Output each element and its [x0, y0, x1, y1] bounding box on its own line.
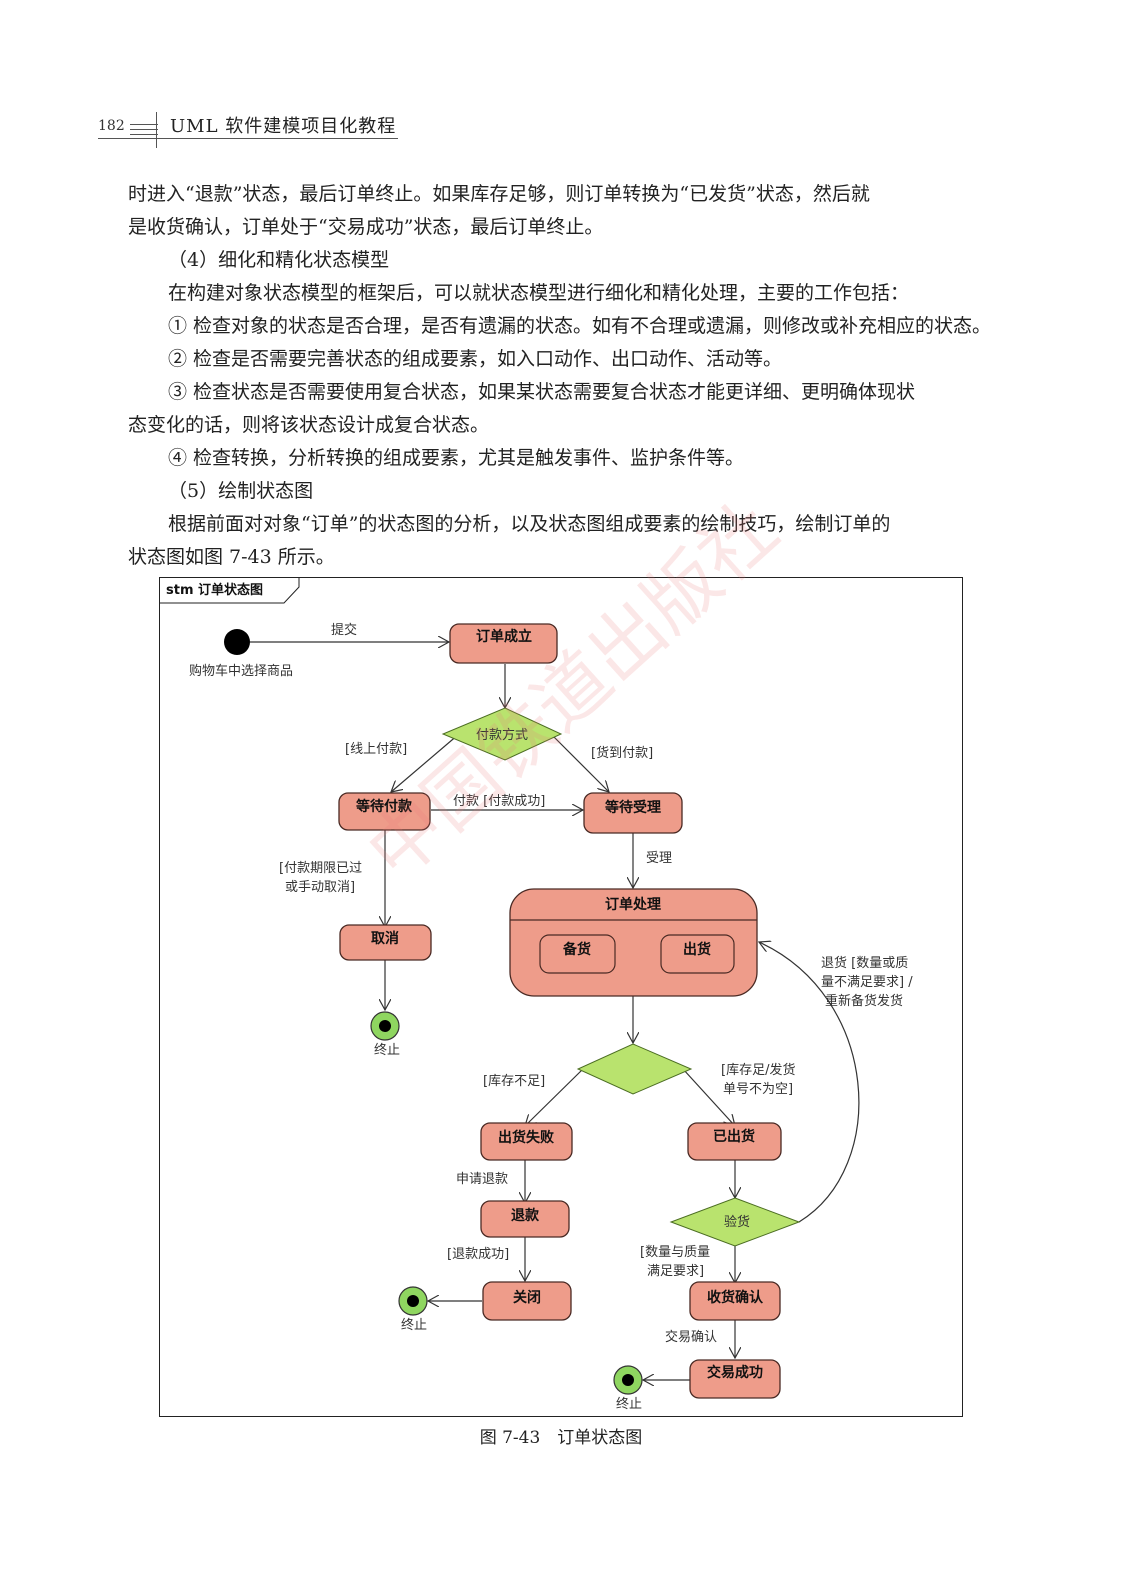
transition-label: [货到付款]: [591, 745, 653, 761]
decision-label: 付款方式: [476, 727, 528, 743]
final-label: 终止: [616, 1396, 642, 1412]
section-heading: （4）细化和精化状态模型: [168, 249, 390, 271]
text-line: 是收货确认，订单处于“交易成功”状态，最后订单终止。: [128, 216, 604, 238]
running-header: 182 UML 软件建模项目化教程: [98, 110, 398, 150]
state-cancel: [339, 924, 432, 961]
edge-no-stock: [525, 1068, 584, 1126]
state-label: 收货确认: [707, 1289, 764, 1306]
state-order-created: [449, 623, 558, 664]
transition-label: [数量与质量: [640, 1245, 710, 1260]
final-node-core: [407, 1295, 419, 1307]
transition-label: [退款成功]: [447, 1247, 509, 1262]
state-diagram: stm 订单状态图 购物车中选择商品: [159, 577, 964, 1417]
state-await-payment: [338, 792, 431, 831]
final-node-core: [622, 1374, 634, 1386]
state-close: [482, 1281, 572, 1321]
text-line: 状态图如图 7-43 所示。: [128, 546, 335, 568]
state-label: 退款: [511, 1207, 540, 1224]
edge-online-pay: [391, 733, 460, 792]
header-divider: [156, 112, 157, 148]
state-label: 订单处理: [605, 896, 661, 913]
state-refund: [480, 1200, 570, 1238]
list-item: ④ 检查转换，分析转换的组成要素，尤其是触发事件、监护条件等。: [168, 447, 745, 469]
transition-label: [库存足/发货: [721, 1062, 795, 1078]
header-rule-accent: [130, 134, 158, 135]
state-label: 订单成立: [476, 628, 532, 645]
decision-stock-check: [576, 1043, 693, 1095]
frame-label: stm 订单状态图: [166, 582, 263, 598]
state-ship-fail: [480, 1122, 573, 1161]
diagram-frame: [159, 577, 963, 1417]
page-number: 182: [98, 118, 125, 134]
header-rule-accent: [130, 129, 158, 130]
text-line: 根据前面对对象“订单”的状态图的分析，以及状态图组成要素的绘制技巧，绘制订单的: [168, 513, 891, 535]
state-label: 等待付款: [356, 798, 413, 815]
decision-inspection: [669, 1197, 801, 1247]
transition-label: 重新备货发货: [825, 993, 903, 1009]
edge-cod: [550, 733, 609, 792]
substate-prepare: [539, 934, 616, 974]
state-label: 等待受理: [605, 799, 661, 816]
state-label: 出货: [683, 941, 711, 958]
final-label: 终止: [374, 1042, 400, 1058]
state-label: 取消: [371, 930, 399, 947]
list-item: ① 检查对象的状态是否合理，是否有遗漏的状态。如有不合理或遗漏，则修改或补充相应…: [168, 315, 992, 337]
transition-label: 付款 [付款成功]: [453, 794, 545, 809]
state-label: 交易成功: [707, 1364, 763, 1381]
final-label: 终止: [401, 1317, 427, 1333]
list-item: ② 检查是否需要完善状态的组成要素，如入口动作、出口动作、活动等。: [168, 348, 783, 370]
state-trade-success: [689, 1359, 781, 1399]
transition-label: [付款期限已过: [279, 861, 362, 876]
substate-ship: [660, 934, 735, 974]
header-rule-accent: [130, 124, 158, 125]
body-text: 时进入“退款”状态，最后订单终止。如果库存足够，则订单转换为“已发货”状态，然后…: [128, 178, 998, 574]
state-label: 关闭: [513, 1289, 541, 1306]
final-node-core: [379, 1020, 391, 1032]
header-rule: [98, 138, 398, 139]
list-item: ③ 检查状态是否需要使用复合状态，如果某状态需要复合状态才能更详细、更明确体现状: [168, 381, 916, 403]
initial-label: 购物车中选择商品: [189, 663, 293, 679]
text-line: 时进入“退款”状态，最后订单终止。如果库存足够，则订单转换为“已发货”状态，然后…: [128, 183, 870, 205]
edge-stock-ok: [682, 1068, 735, 1126]
section-heading: （5）绘制状态图: [168, 480, 314, 502]
transition-label: 申请退款: [456, 1172, 508, 1187]
text-line: 在构建对象状态模型的框架后，可以就状态模型进行细化和精化处理，主要的工作包括：: [168, 282, 910, 304]
transition-label: 量不满足要求] /: [821, 975, 913, 990]
state-shipped: [687, 1122, 782, 1161]
transition-label: 提交: [331, 622, 357, 638]
transition-label: 受理: [646, 851, 672, 866]
state-label: 已出货: [713, 1128, 755, 1145]
initial-node: [224, 629, 250, 655]
transition-label: 或手动取消]: [285, 880, 355, 895]
state-await-accept: [583, 792, 683, 834]
decision-label: 验货: [724, 1214, 750, 1230]
frame-tab: [159, 577, 300, 604]
text-line: 态变化的话，则将该状态设计成复合状态。: [128, 414, 490, 436]
decision-payment-method: [441, 707, 563, 761]
transition-label: 单号不为空]: [723, 1082, 793, 1097]
book-title: UML 软件建模项目化教程: [170, 116, 397, 137]
transition-label: [库存不足]: [483, 1073, 545, 1089]
figure-caption: 图 7-43 订单状态图: [479, 1428, 643, 1448]
transition-label: 退货 [数量或质: [821, 955, 908, 971]
state-receipt-confirmed: [689, 1281, 781, 1321]
edge-return: [759, 942, 860, 1223]
state-label: 备货: [562, 941, 591, 958]
transition-label: [线上付款]: [345, 742, 407, 757]
transition-label: 满足要求]: [647, 1264, 704, 1279]
transition-label: 交易确认: [665, 1329, 717, 1345]
state-label: 出货失败: [498, 1129, 555, 1146]
